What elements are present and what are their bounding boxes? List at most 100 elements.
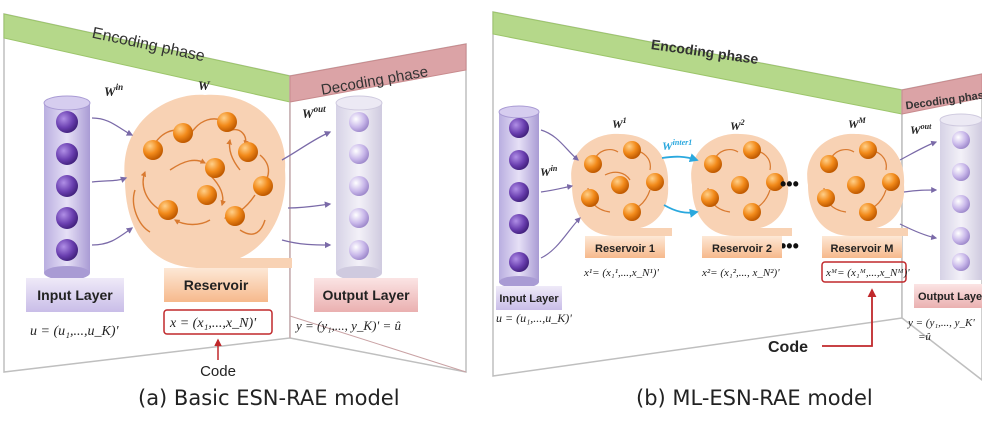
panel-b: Encoding phase Decoding phase	[492, 11, 982, 381]
reservoir-node	[581, 189, 599, 207]
reservoir-node	[158, 200, 178, 220]
reservoir-node	[611, 176, 629, 194]
reservoir-node	[623, 141, 641, 159]
output-node	[952, 163, 970, 181]
reservoir-node	[217, 112, 237, 132]
w1-label: W	[612, 117, 624, 131]
reservoir1-label: Reservoir 1	[595, 243, 655, 255]
svg-text:Wout: Wout	[910, 122, 932, 137]
x-equation-a: x = (x₁,...,x_N)'	[169, 316, 257, 331]
reservoir-node	[817, 189, 835, 207]
svg-text:WM: WM	[848, 116, 867, 131]
svg-text:W2: W2	[730, 118, 745, 133]
y-equation-b: y = (y₁,..., y_K'	[907, 317, 975, 329]
ellipsis-top: •••	[780, 174, 799, 194]
svg-text:Win: Win	[540, 164, 558, 179]
input-layer-label-a: Input Layer	[37, 287, 113, 303]
output-layer-label-b: Output Laye	[918, 291, 982, 303]
reservoir-node	[225, 206, 245, 226]
svg-text:Win: Win	[104, 82, 123, 99]
reservoir-node	[731, 176, 749, 194]
caption-b: (b) ML-ESN-RAE model	[636, 386, 873, 410]
reservoir-node	[766, 173, 784, 191]
output-node	[952, 253, 970, 271]
reservoir-m	[807, 133, 908, 236]
reservoir-node	[205, 158, 225, 178]
reservoir-node	[859, 141, 877, 159]
input-node	[56, 239, 78, 261]
reservoir-node	[584, 155, 602, 173]
w-in-sup-b: in	[551, 164, 558, 173]
input-node	[509, 214, 529, 234]
code-box-b	[821, 261, 907, 283]
reservoir-2	[691, 133, 792, 236]
output-node	[952, 195, 970, 213]
y-equation-a: y = (y₁,..., y_K)' = û	[294, 318, 401, 333]
u-equation-b: u = (u₁,...,u_K)'	[496, 311, 572, 325]
w-out-label: W	[302, 106, 315, 121]
input-cylinder-b	[498, 105, 540, 288]
w-inter-sup: inter1	[673, 138, 693, 147]
svg-text:Winter1: Winter1	[662, 138, 692, 153]
reservoir-node	[143, 140, 163, 160]
output-cylinder-a	[335, 95, 383, 280]
reservoir-node	[238, 142, 258, 162]
reservoir-node	[859, 203, 877, 221]
w-inter-label: W	[662, 139, 674, 153]
output-node	[952, 227, 970, 245]
output-node	[349, 208, 369, 228]
output-node	[349, 176, 369, 196]
w-out-sup-b: out	[921, 122, 932, 131]
input-node	[509, 150, 529, 170]
reservoir-node	[646, 173, 664, 191]
reservoir2-label: Reservoir 2	[712, 243, 772, 255]
output-cylinder-b	[939, 113, 982, 280]
reservoir-node	[704, 155, 722, 173]
reservoirm-label: Reservoir M	[831, 243, 894, 255]
code-label-b: Code	[768, 339, 808, 356]
w-in-sup: in	[116, 82, 124, 92]
caption-a: (a) Basic ESN-RAE model	[138, 386, 400, 410]
wm-sup: M	[858, 116, 867, 125]
code-box-a	[163, 309, 273, 335]
w2-sup: 2	[740, 118, 745, 127]
output-node	[349, 240, 369, 260]
reservoir-node	[743, 203, 761, 221]
svg-text:Wout: Wout	[302, 104, 326, 121]
w-out-sup: out	[314, 104, 327, 114]
reservoir-node	[820, 155, 838, 173]
input-layer-label-b: Input Layer	[499, 293, 559, 305]
w-label: W	[198, 78, 211, 93]
w-in-label: W	[104, 84, 117, 99]
input-node	[56, 207, 78, 229]
reservoir-node	[253, 176, 273, 196]
reservoir-node	[743, 141, 761, 159]
output-node	[349, 144, 369, 164]
input-node	[509, 182, 529, 202]
decoding-band-a	[289, 43, 467, 103]
w-in-label-b: W	[540, 165, 552, 179]
output-node	[349, 112, 369, 132]
output-layer-label-a: Output Layer	[322, 287, 410, 303]
reservoir-node	[623, 203, 641, 221]
input-node	[56, 143, 78, 165]
x1-equation: x¹= (x₁¹,...,x_N¹)'	[583, 267, 659, 279]
input-node	[56, 175, 78, 197]
input-node	[56, 111, 78, 133]
ellipsis-bottom: •••	[780, 236, 799, 256]
reservoir-node	[173, 123, 193, 143]
svg-text:W1: W1	[612, 116, 627, 131]
reservoir-1	[571, 133, 672, 236]
xm-equation: xᴹ= (x₁ᴹ,...,x_Nᴹ)'	[825, 267, 910, 279]
u-equation-a: u = (u₁,...,u_K)'	[30, 324, 119, 339]
reservoir-node	[197, 185, 217, 205]
reservoir-node	[882, 173, 900, 191]
input-node	[509, 118, 529, 138]
reservoir-node	[701, 189, 719, 207]
panel-a: Encoding phase Decoding phase	[3, 13, 467, 380]
code-label-a: Code	[200, 363, 236, 380]
input-cylinder-a	[43, 95, 91, 280]
reservoir-a	[124, 94, 293, 268]
x2-equation: x²= (x₁²,..., x_N²)'	[701, 267, 780, 279]
w-out-label-b: W	[910, 123, 922, 137]
